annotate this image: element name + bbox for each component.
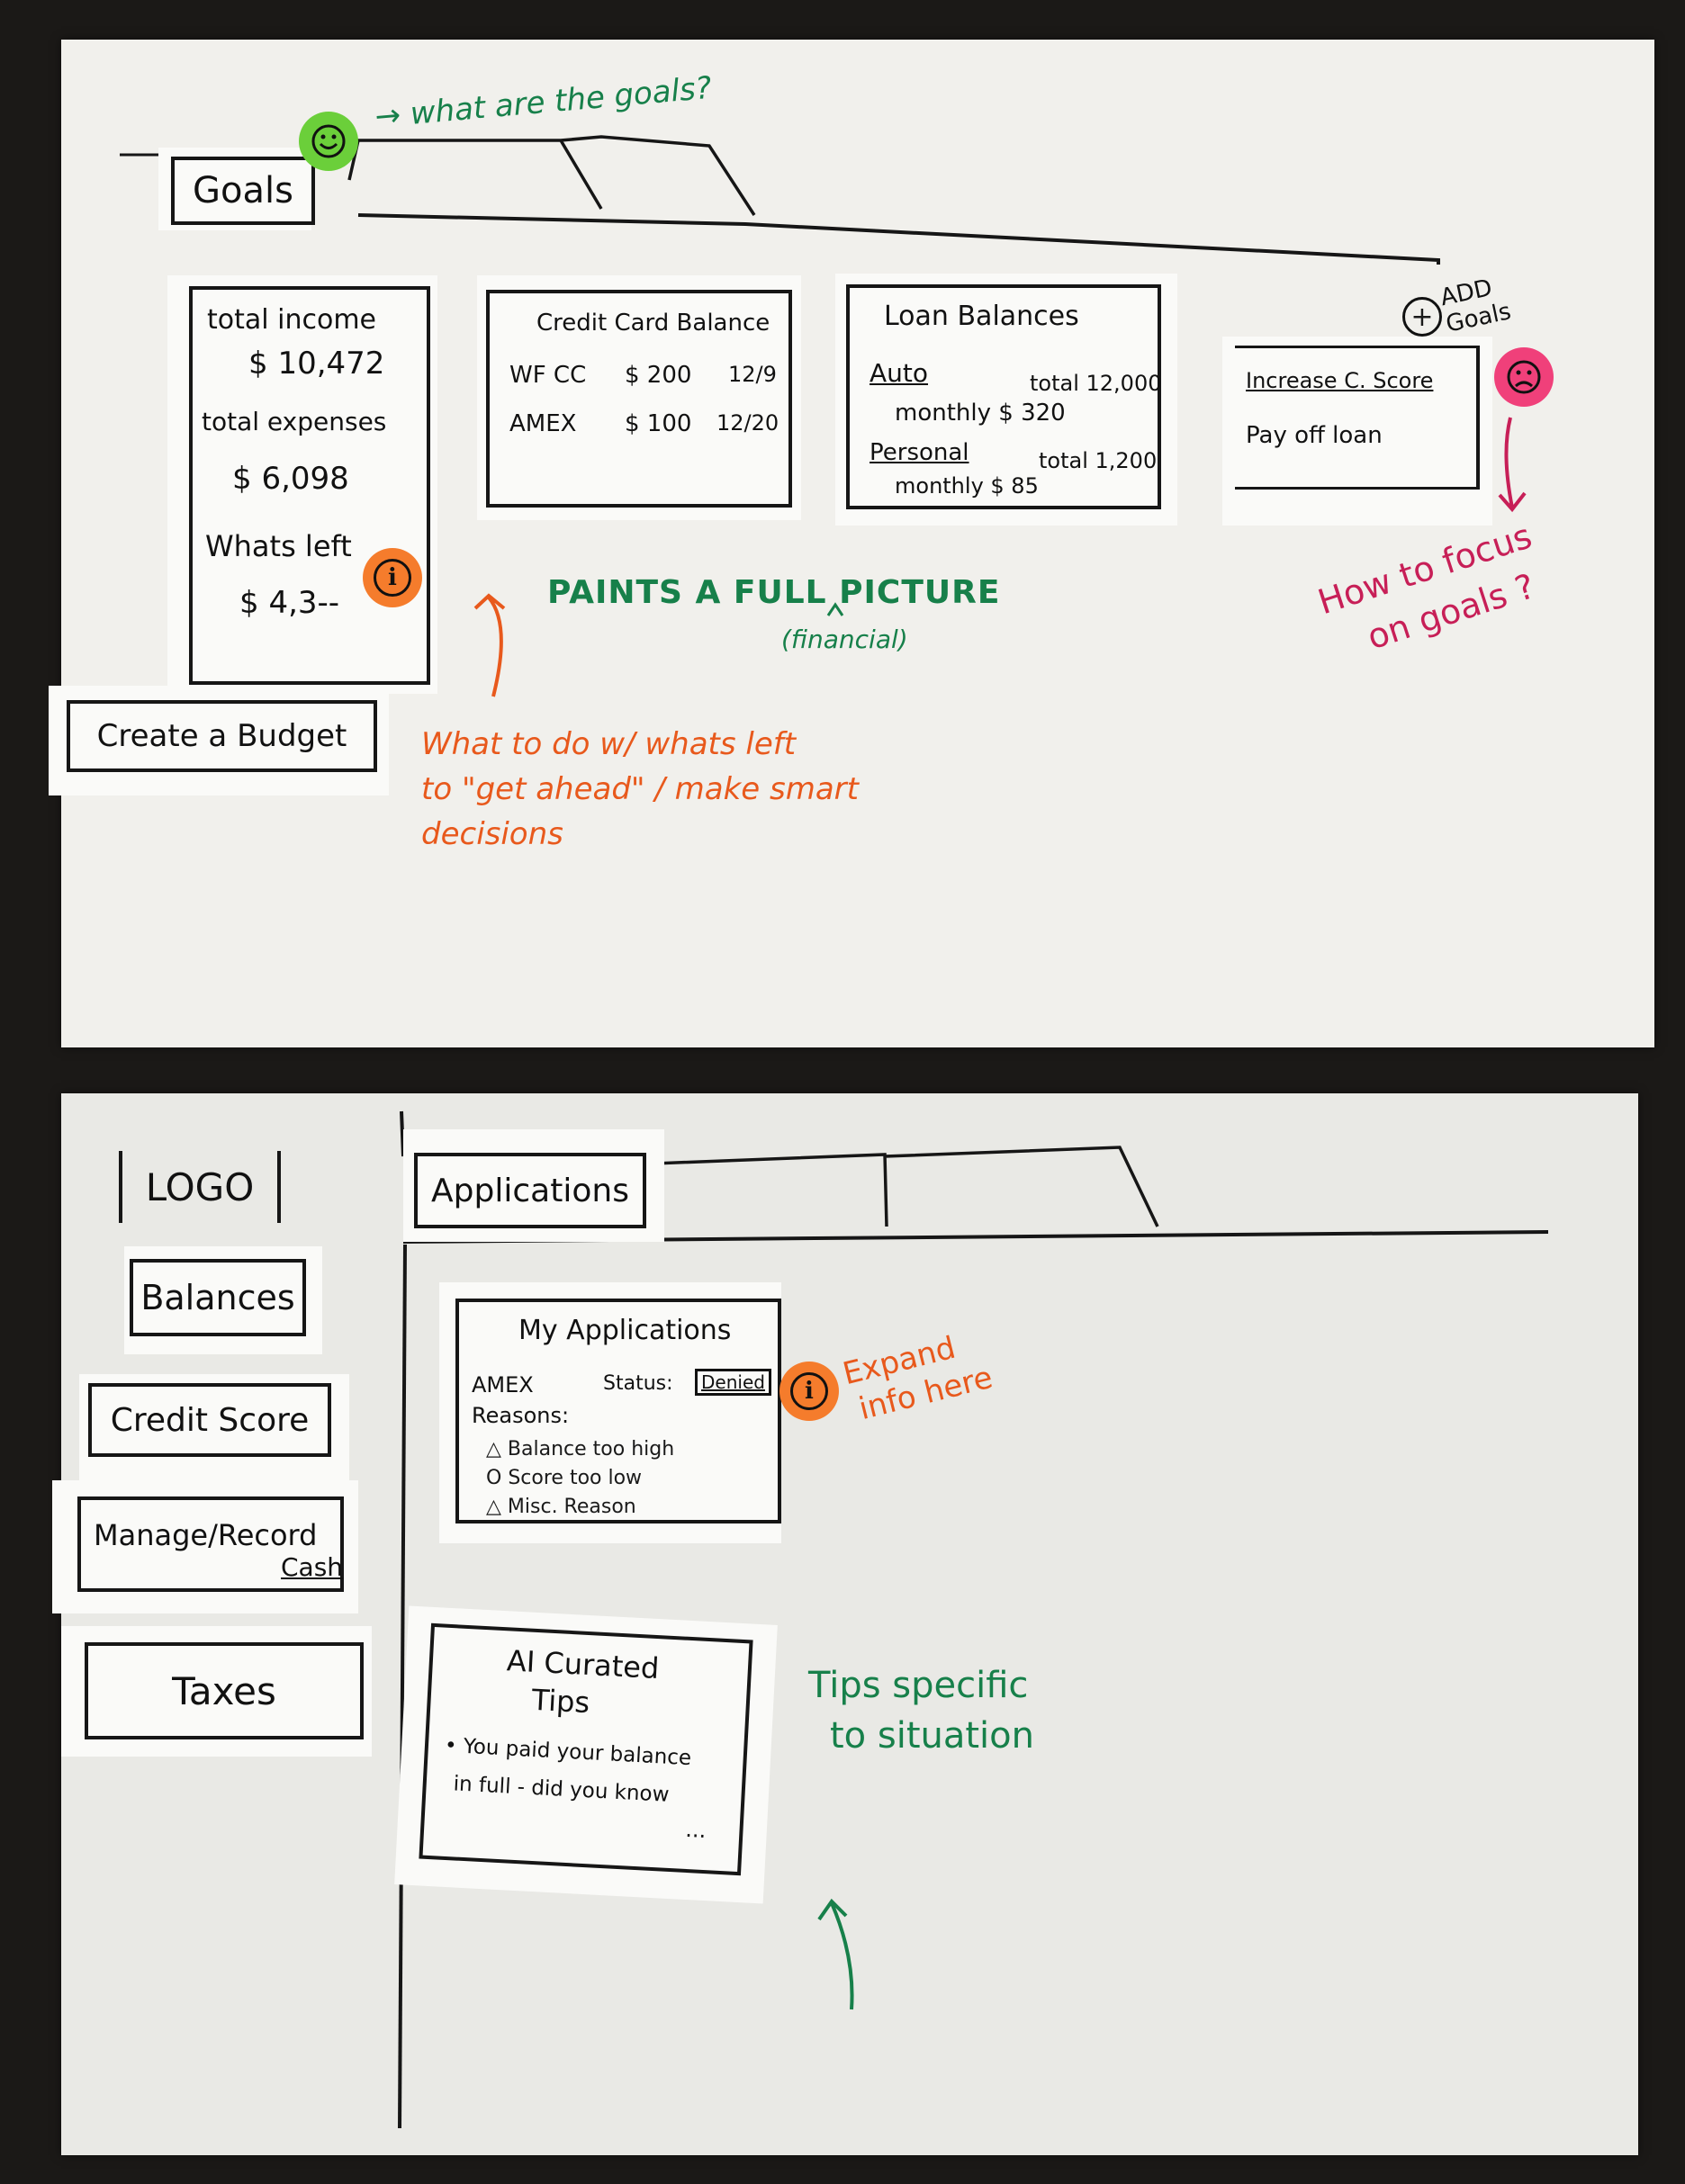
goal-item[interactable]: Pay off loan: [1246, 422, 1383, 449]
sketch-sheet-dashboard: Goals → what are the goals? total income…: [49, 40, 1654, 1047]
auto-loan-label: Auto: [870, 358, 929, 388]
nav-taxes[interactable]: Taxes: [85, 1642, 364, 1739]
card-row-amount: $ 200: [625, 362, 692, 389]
status-badge: Denied: [695, 1369, 771, 1396]
personal-loan-total: total 1,200: [1039, 448, 1158, 473]
note-focus-goals: How to focus on goals ?: [1312, 516, 1540, 658]
nav-credit-score[interactable]: Credit Score: [88, 1383, 331, 1457]
nav-label: Taxes: [172, 1668, 276, 1713]
expenses-value: $ 6,098: [232, 461, 349, 497]
card-row-name: AMEX: [509, 410, 577, 437]
my-applications-card: My Applications AMEX Status: Denied Reas…: [455, 1299, 781, 1523]
whats-left-value: $ 4,3--: [239, 585, 340, 621]
reasons-list: △ Balance too high O Score too low △ Mis…: [486, 1435, 674, 1522]
add-goal-icon[interactable]: +: [1402, 297, 1442, 337]
tips-title: AI Curated: [506, 1643, 661, 1686]
reason-item: △ Misc. Reason: [486, 1496, 636, 1518]
tab-applications[interactable]: Applications: [414, 1153, 646, 1228]
tab-goals[interactable]: Goals: [171, 157, 315, 225]
credit-card-title: Credit Card Balance: [536, 310, 770, 337]
nav-manage-record-cash[interactable]: Manage/Record Cash: [77, 1496, 344, 1592]
goals-list: Increase C. Score Pay off loan: [1235, 346, 1480, 490]
tips-title-2: Tips: [530, 1682, 591, 1721]
warning-triangle-icon: △: [486, 1438, 501, 1460]
credit-card-balance-card: Credit Card Balance WF CC $ 200 12/9 AME…: [486, 290, 792, 508]
warning-triangle-icon: △: [486, 1496, 501, 1518]
tab-applications-label: Applications: [431, 1172, 629, 1209]
note-expand-info: Expand info here: [839, 1329, 996, 1428]
personal-loan-label: Personal: [870, 439, 969, 466]
loan-balances-card: Loan Balances Auto total 12,000 monthly …: [846, 284, 1161, 509]
nav-label: Balances: [140, 1278, 295, 1317]
personal-loan-monthly: monthly $ 85: [895, 473, 1039, 499]
nav-label-cash: Cash: [281, 1552, 344, 1582]
income-value: $ 10,472: [248, 346, 385, 382]
circle-icon: O: [486, 1467, 502, 1489]
application-issuer: AMEX: [472, 1372, 534, 1398]
card-row-date: 12/9: [728, 362, 777, 387]
smiley-sticker-icon: [299, 112, 358, 171]
reason-item: △ Balance too high: [486, 1438, 675, 1460]
card-row-amount: $ 100: [625, 410, 692, 437]
reasons-label: Reasons:: [472, 1403, 570, 1428]
tip-bullet-cont: in full - did you know: [453, 1772, 671, 1807]
income-label: total income: [207, 304, 377, 336]
tab-goals-label: Goals: [193, 170, 293, 211]
info-sticker-icon[interactable]: i: [363, 548, 422, 607]
loan-title: Loan Balances: [884, 301, 1079, 332]
expenses-label: total expenses: [202, 407, 387, 436]
tip-ellipsis: ...: [684, 1816, 707, 1844]
frown-sticker-icon: [1494, 347, 1554, 407]
note-tips-specific: Tips specific to situation: [808, 1665, 1034, 1757]
note-financial: (financial): [781, 625, 908, 654]
nav-label: Credit Score: [110, 1401, 310, 1439]
add-goals-label[interactable]: ADD Goals: [1437, 274, 1514, 338]
note-paints-full-picture: PAINTS A FULL PICTURE: [547, 574, 1001, 611]
whats-left-label: Whats left: [205, 529, 352, 563]
auto-loan-monthly: monthly $ 320: [895, 400, 1066, 427]
income-summary-card: total income $ 10,472 total expenses $ 6…: [189, 286, 430, 685]
note-what-are-goals: → what are the goals?: [373, 69, 714, 136]
logo: LOGO: [119, 1151, 281, 1223]
info-sticker-icon[interactable]: i: [779, 1362, 839, 1421]
auto-loan-total: total 12,000: [1030, 371, 1162, 396]
create-budget-button[interactable]: Create a Budget: [67, 700, 377, 772]
tip-bullet: • You paid your balance: [444, 1733, 692, 1771]
create-budget-label: Create a Budget: [96, 718, 347, 754]
card-row-date: 12/20: [716, 410, 779, 436]
card-row-name: WF CC: [509, 362, 587, 389]
goal-item[interactable]: Increase C. Score: [1246, 368, 1434, 393]
reason-item: O Score too low: [486, 1467, 643, 1489]
status-label: Status:: [603, 1372, 673, 1395]
applications-title: My Applications: [518, 1315, 732, 1346]
sketch-sheet-applications: LOGO Balances Credit Score Manage/Record…: [52, 1093, 1638, 2155]
ai-curated-tips-card: AI Curated Tips • You paid your balance …: [419, 1622, 753, 1876]
nav-balances[interactable]: Balances: [130, 1259, 306, 1336]
note-whats-left: What to do w/ whats left to "get ahead" …: [421, 726, 859, 852]
nav-label: Manage/Record: [94, 1518, 318, 1552]
